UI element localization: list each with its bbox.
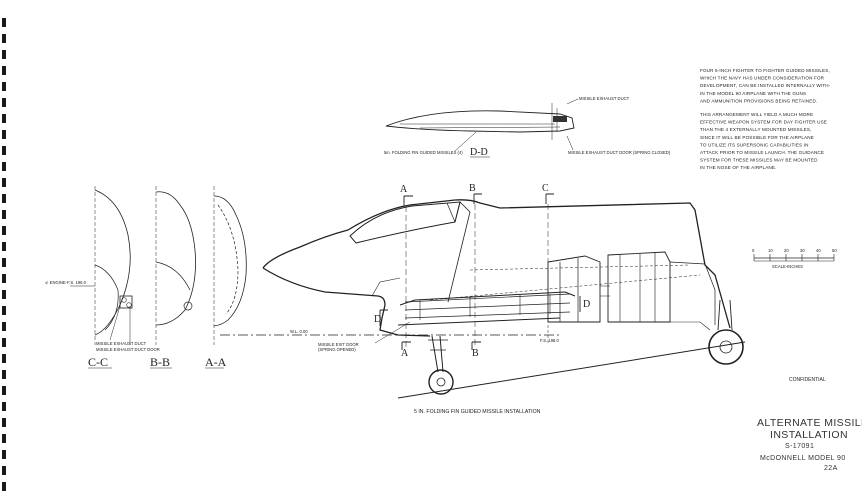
binder-hole — [2, 82, 6, 91]
binder-hole — [2, 434, 6, 443]
binder-hole — [2, 98, 6, 107]
side-view: W.L. 0.00 F.S. 196.0 A A B B C D D MISS — [220, 183, 746, 415]
binder-holes — [2, 18, 6, 491]
section-bb-label: B-B — [150, 355, 170, 369]
cross-sections: ⊄ ENGINE-F.S. 196.0 MISSILE EXHAUST DUCT… — [45, 186, 247, 369]
note-line: FOUR 5-INCH FIGHTER TO FIGHTER GUIDED MI… — [700, 68, 830, 73]
binder-hole — [2, 18, 6, 27]
binder-hole — [2, 402, 6, 411]
section-cc-label: C-C — [88, 355, 108, 369]
model-label: McDONNELL MODEL 90 — [760, 455, 846, 462]
note-line: SINCE IT WILL BE POSSIBLE FOR THE AIRPLA… — [700, 135, 814, 140]
section-dd-label: D-D — [470, 147, 488, 158]
scale-bar: SCALE-INCHES 0 10 20 30 40 50 — [752, 248, 837, 269]
binder-hole — [2, 194, 6, 203]
note-line: ATTACK PRIOR TO MISSILE LAUNCH. THE GUID… — [700, 150, 824, 155]
binder-hole — [2, 290, 6, 299]
waterline-label: W.L. 0.00 — [290, 329, 308, 334]
title-line2: INSTALLATION — [770, 429, 848, 441]
note-line: SYSTEM FOR THESE MISSILES MAY BE MOUNTED — [700, 158, 818, 163]
binder-hole — [2, 258, 6, 267]
note-line: DEVELOPMENT, CAN BE INSTALLED INTERNALLY… — [700, 83, 831, 88]
binder-hole — [2, 322, 6, 331]
section-mark-d-left: D — [374, 314, 381, 325]
section-mark-d-right: D — [583, 299, 590, 310]
binder-hole — [2, 482, 6, 491]
notes-block: FOUR 5-INCH FIGHTER TO FIGHTER GUIDED MI… — [700, 68, 831, 170]
drawing-number: S-17091 — [785, 443, 814, 450]
binder-hole — [2, 354, 6, 363]
dd-missiles-label: 5in. FOLDING FIN GUIDED MISSILES (4) — [384, 150, 463, 155]
binder-hole — [2, 210, 6, 219]
fs-label: F.S. 196.0 — [540, 338, 560, 343]
note-line: TO UTILIZE ITS SUPERSONIC CAPABILITIES I… — [700, 142, 809, 147]
engine-fs-label: ⊄ ENGINE-F.S. 196.0 — [45, 280, 87, 285]
scale-tick-label: 50 — [832, 248, 837, 253]
binder-hole — [2, 34, 6, 43]
note-line: IN THE MODEL 90 AIRPLANE WITH THE GUNS — [700, 91, 806, 96]
scale-tick-label: 10 — [768, 248, 773, 253]
binder-hole — [2, 418, 6, 427]
page-number: 22A — [824, 465, 838, 472]
binder-hole — [2, 146, 6, 155]
binder-hole — [2, 242, 6, 251]
binder-hole — [2, 50, 6, 59]
exit-door-sub: (SPRING OPENED) — [318, 347, 356, 352]
section-mark-b-top: B — [469, 183, 476, 194]
binder-hole — [2, 162, 6, 171]
binder-hole — [2, 66, 6, 75]
binder-hole — [2, 450, 6, 459]
binder-hole — [2, 306, 6, 315]
dd-door-label: MISSILE EXHAUST DUCT DOOR (SPRING CLOSED… — [568, 150, 671, 155]
confidential-mark: CONFIDENTIAL — [789, 377, 826, 383]
section-mark-a-bottom: A — [401, 348, 409, 359]
dd-exhaust-duct-label: MISSILE EXHAUST DUCT — [579, 96, 630, 101]
section-mark-a-top: A — [400, 184, 408, 195]
note-line: IN THE NOSE OF THE AIRPLANE. — [700, 165, 777, 170]
exit-door-label: MISSILE EXIT DOOR — [318, 342, 359, 347]
note-line: EFFECTIVE WEAPON SYSTEM FOR DAY FIGHTER … — [700, 120, 827, 125]
binder-hole — [2, 466, 6, 475]
section-mark-c-top: C — [542, 183, 549, 194]
note-line: WHICH THE NAVY HAS UNDER CONSIDERATION F… — [700, 76, 825, 81]
title-block: ALTERNATE MISSILE INSTALLATION S-17091 M… — [757, 417, 862, 472]
section-exhaust-duct-label: MISSILE EXHAUST DUCT — [96, 341, 147, 346]
scale-label: SCALE-INCHES — [772, 264, 803, 269]
scale-tick-label: 20 — [784, 248, 789, 253]
binder-hole — [2, 274, 6, 283]
binder-hole — [2, 114, 6, 123]
scale-tick-label: 30 — [800, 248, 805, 253]
section-aa-label: A-A — [205, 355, 227, 369]
binder-hole — [2, 178, 6, 187]
binder-hole — [2, 386, 6, 395]
binder-hole — [2, 226, 6, 235]
side-view-caption: 5 IN. FOLDING FIN GUIDED MISSILE INSTALL… — [414, 409, 541, 415]
scale-tick-label: 40 — [816, 248, 821, 253]
binder-hole — [2, 130, 6, 139]
binder-hole — [2, 370, 6, 379]
title-line1: ALTERNATE MISSILE — [757, 417, 862, 429]
scale-tick-label: 0 — [752, 248, 755, 253]
section-mark-b-bottom: B — [472, 348, 479, 359]
detail-dd: MISSILE EXHAUST DUCT 5in. FOLDING FIN GU… — [384, 96, 671, 158]
binder-hole — [2, 338, 6, 347]
note-line: THAN THE 4 EXTERNALLY MOUNTED MISSILES, — [700, 127, 812, 132]
note-line: AND AMMUNITION PROVISIONS BEING RETAINED… — [700, 98, 817, 103]
section-exhaust-door-label: MISSILE EXHAUST DUCT DOOR — [96, 347, 160, 352]
note-line: THIS ARRANGEMENT WILL YIELD A MUCH MORE — [700, 112, 813, 117]
